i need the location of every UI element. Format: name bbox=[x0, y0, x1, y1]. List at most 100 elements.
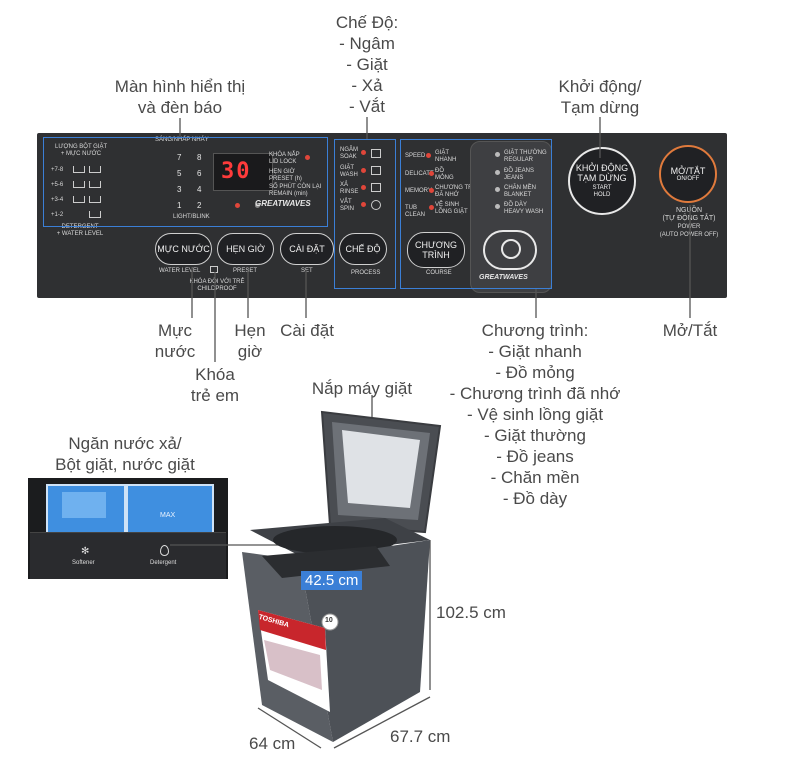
max-marking: MAX bbox=[160, 512, 176, 519]
course-code: MEMORY bbox=[405, 188, 432, 194]
lock-icon bbox=[210, 266, 218, 273]
wave-dial-icon[interactable] bbox=[483, 230, 537, 270]
label-display: Màn hình hiển thị và đèn báo bbox=[114, 77, 246, 117]
cup-icon bbox=[89, 211, 101, 218]
warranty-badge bbox=[321, 613, 339, 631]
control-panel: LƯỢNG BỘT GIẶT + MỰC NƯỚC +7-8 +5-6 +3-4… bbox=[37, 133, 727, 298]
detergent-level: +7-8 bbox=[51, 167, 64, 173]
course-led bbox=[429, 205, 434, 210]
course-code: SPEED bbox=[405, 153, 426, 159]
dimension-length bbox=[333, 696, 431, 749]
lid-glass bbox=[342, 430, 420, 508]
cup-icon bbox=[89, 196, 101, 203]
level-numbers: 7 8 5 6 3 4 1 2 bbox=[177, 151, 207, 221]
detergent-level: +1-2 bbox=[51, 212, 64, 218]
display-highlight-box bbox=[43, 137, 328, 227]
course-sub: COURSE bbox=[426, 270, 452, 276]
drawer-front bbox=[30, 532, 226, 579]
course-code: DELICATE bbox=[405, 171, 434, 177]
label-setting: Cài đặt bbox=[280, 321, 334, 340]
lid-lock-label: KHÓA NẮP LID LOCK bbox=[269, 152, 300, 165]
label-mode: Chế Độ: - Ngâm - Giặt - Xả - Vắt bbox=[335, 13, 399, 116]
dimension-height-label: 102.5 cm bbox=[436, 603, 506, 622]
drawer-compartment-left bbox=[46, 484, 126, 534]
timer-sub: PRESET bbox=[233, 268, 258, 274]
soak-icon bbox=[371, 149, 381, 158]
greatwaves-logo: GREATWAVES bbox=[255, 199, 311, 208]
mode-button[interactable]: CHẾ ĐỘ bbox=[339, 233, 387, 265]
course-led bbox=[429, 188, 434, 193]
label-lid: Nắp máy giặt bbox=[311, 379, 413, 398]
lid-lock-indicator bbox=[305, 155, 310, 160]
dimension-width bbox=[257, 707, 322, 749]
level-number: 4 bbox=[197, 185, 202, 194]
detergent-footer: DETERGENT + WATER LEVEL bbox=[56, 224, 104, 237]
detergent-title: LƯỢNG BỘT GIẶT + MỰC NƯỚC bbox=[55, 144, 108, 157]
power-caption: NGUỒN (TỰ ĐỘNG TẮT) POWER (AUTO POWER OF… bbox=[659, 207, 719, 238]
detergent-levels: +7-8 +5-6 +3-4 +1-2 bbox=[49, 163, 119, 223]
led-indicator bbox=[235, 203, 240, 208]
blink-sub: LIGHT/BLINK bbox=[173, 214, 210, 220]
blink-label: SÁNG/NHẤP NHÁY bbox=[155, 137, 209, 143]
remain-info-label: SỐ PHÚT CÒN LẠI REMAIN (min) bbox=[269, 184, 322, 197]
badge-number: 10 bbox=[325, 617, 333, 624]
drawer-photo: MAX ✻ Softener Detergent bbox=[28, 478, 228, 579]
sticker-header bbox=[258, 610, 326, 650]
label-timer: Hẹn giờ bbox=[234, 321, 266, 361]
level-number: 3 bbox=[177, 185, 182, 194]
label-water: Mực nước bbox=[154, 321, 196, 361]
greatwaves-logo: GREATWAVES bbox=[479, 274, 528, 281]
start-hold-button[interactable]: KHỞI ĐỘNG TẠM DỪNG START HOLD bbox=[568, 147, 636, 215]
detergent-level: +3-4 bbox=[51, 197, 64, 203]
dimension-width-label: 64 cm bbox=[249, 734, 296, 753]
led-indicator bbox=[255, 203, 260, 208]
water-level-button[interactable]: MỰC NƯỚC bbox=[155, 233, 212, 265]
power-button[interactable]: MỞ/TẮT ON/OFF bbox=[659, 145, 717, 203]
label-drawer: Ngăn nước xả/ Bột giặt, nước giặt bbox=[55, 434, 195, 474]
childlock-label: KHÓA ĐÔI VỚI TRẺ CHILDPROOF bbox=[189, 279, 245, 292]
course-led bbox=[495, 170, 500, 175]
machine-side bbox=[300, 540, 430, 742]
sticker-image bbox=[264, 640, 322, 690]
course-led bbox=[495, 187, 500, 192]
display-value: 30 bbox=[221, 159, 252, 184]
level-number: 8 bbox=[197, 153, 202, 162]
course-led bbox=[495, 204, 500, 209]
course-led bbox=[429, 171, 434, 176]
course-led bbox=[495, 152, 500, 157]
cup-icon bbox=[89, 181, 101, 188]
label-childlock: Khóa trẻ em bbox=[190, 365, 240, 405]
drop-icon bbox=[160, 545, 169, 556]
level-number: 6 bbox=[197, 169, 202, 178]
top-control-strip bbox=[262, 546, 390, 578]
label-start: Khởi động/ Tạm dừng bbox=[558, 77, 642, 117]
mode-led bbox=[361, 168, 366, 173]
cup-icon bbox=[73, 166, 85, 173]
led-display: 30 bbox=[213, 153, 273, 191]
level-number: 5 bbox=[177, 169, 182, 178]
level-number: 7 bbox=[177, 153, 182, 162]
course-button[interactable]: CHƯƠNG TRÌNH bbox=[407, 232, 465, 268]
spin-icon bbox=[371, 200, 381, 210]
detergent-level: +5-6 bbox=[51, 182, 64, 188]
wash-icon bbox=[371, 166, 381, 175]
timer-button[interactable]: HẸN GIỜ bbox=[217, 233, 274, 265]
cup-icon bbox=[89, 166, 101, 173]
set-button[interactable]: CÀI ĐẶT bbox=[280, 233, 334, 265]
mode-led bbox=[361, 202, 366, 207]
dimension-length-label: 67.7 cm bbox=[390, 727, 451, 746]
program-highlight-box bbox=[400, 139, 552, 289]
